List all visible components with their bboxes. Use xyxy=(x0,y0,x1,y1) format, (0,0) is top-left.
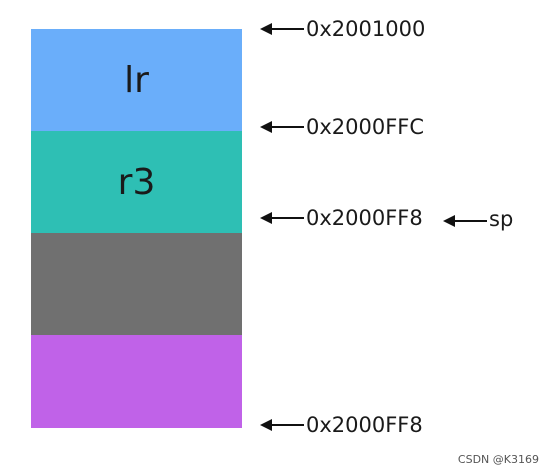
stack-slot-lr: lr xyxy=(31,29,242,131)
watermark: CSDN @K3169 xyxy=(457,453,539,466)
stack-pointer-label: sp xyxy=(489,207,514,231)
arrow-left-icon xyxy=(260,212,272,224)
address-label-second: 0x2000FFC xyxy=(306,115,425,139)
memory-stack: lr r3 xyxy=(31,29,242,428)
arrow-shaft xyxy=(270,217,304,219)
arrow-left-icon xyxy=(260,121,272,133)
stack-slot-empty-purple xyxy=(31,335,242,428)
arrow-left-icon xyxy=(260,23,272,35)
slot-label-lr: lr xyxy=(124,59,149,101)
arrow-shaft xyxy=(270,424,304,426)
address-label-bottom: 0x2000FF8 xyxy=(306,413,423,437)
arrow-left-icon xyxy=(260,419,272,431)
stack-slot-empty-gray xyxy=(31,233,242,335)
arrow-shaft xyxy=(270,28,304,30)
address-label-top: 0x2001000 xyxy=(306,17,426,41)
stack-slot-r3: r3 xyxy=(31,131,242,233)
slot-label-r3: r3 xyxy=(117,161,156,203)
sp-arrow-shaft xyxy=(453,220,487,222)
arrow-shaft xyxy=(270,126,304,128)
address-label-third: 0x2000FF8 xyxy=(306,206,423,230)
arrow-left-icon xyxy=(443,215,455,227)
